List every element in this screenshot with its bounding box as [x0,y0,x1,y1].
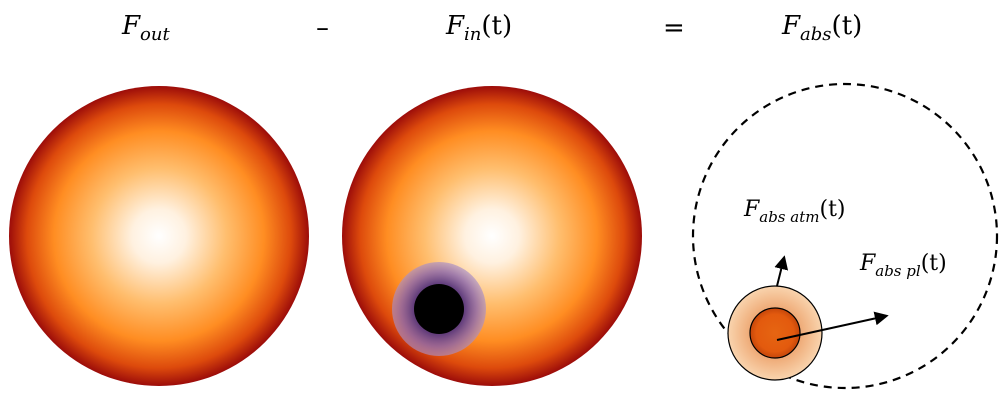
absorption-planet-disk [749,307,801,359]
stellar-disk-outline [691,82,999,390]
label-f-abs-pl: Fabs pl(t) [859,251,947,280]
star-in-transit [342,86,642,386]
minus-operator: – [316,13,329,43]
arrow-abs-pl [776,311,889,341]
star-out-of-transit [9,86,309,386]
term-f-in: Fin(t) [445,11,512,45]
term-f-out: Fout [121,11,170,45]
arrow-abs-atm [774,255,789,287]
equals-operator: = [663,13,685,43]
planet-disk [414,284,464,334]
term-f-abs: Fabs(t) [781,11,862,45]
label-f-abs-atm: Fabs atm(t) [743,197,846,226]
